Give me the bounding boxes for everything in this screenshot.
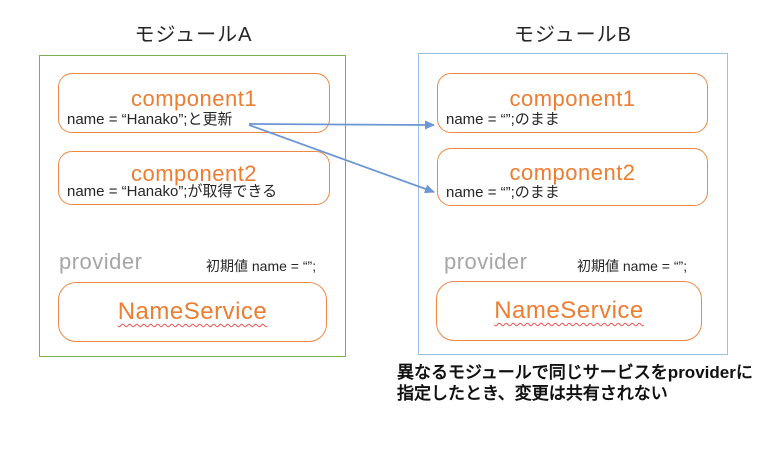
- module-b-frame: [418, 53, 728, 355]
- module-b-component2-note: name = “”;のまま: [446, 184, 560, 201]
- module-a-provider-label: provider: [59, 249, 143, 274]
- module-b-component1-title: component1: [509, 86, 636, 111]
- module-b-initial-value: 初期値 name = “”;: [577, 258, 688, 274]
- module-a-component2-note: name = “Hanako”;が取得できる: [67, 183, 278, 200]
- module-b-provider-label: provider: [444, 249, 528, 274]
- caption-line2: 指定したとき、変更は共有されない: [397, 384, 668, 403]
- module-b-component1-note: name = “”;のまま: [446, 111, 560, 128]
- module-b-service-name: NameService: [494, 297, 644, 324]
- module-b-title: モジュールB: [514, 24, 632, 46]
- module-a-component2-box: component2 name = “Hanako”;が取得できる: [58, 151, 330, 205]
- module-b-component2-title: component2: [509, 160, 636, 185]
- module-a-service-name: NameService: [117, 298, 268, 325]
- module-a-service-box: NameService: [58, 282, 327, 342]
- module-a-component1-box: component1 name = “Hanako”;と更新: [58, 73, 330, 133]
- module-b-service-box: NameService: [436, 281, 702, 341]
- module-a-component1-note: name = “Hanako”;と更新: [67, 111, 233, 128]
- caption-text: 異なるモジュールで同じサービスをproviderに 指定したとき、変更は共有され…: [397, 362, 753, 404]
- module-b-component2-box: component2 name = “”;のまま: [437, 148, 708, 206]
- module-a-title: モジュールA: [134, 24, 253, 46]
- module-a-initial-value: 初期値 name = “”;: [206, 258, 317, 274]
- caption-line1: 異なるモジュールで同じサービスをproviderに: [397, 363, 753, 382]
- module-b-component1-box: component1 name = “”;のまま: [437, 73, 708, 133]
- module-a-component1-title: component1: [130, 86, 258, 111]
- module-a-component2-title: component2: [130, 161, 258, 186]
- module-a-frame: [39, 55, 346, 357]
